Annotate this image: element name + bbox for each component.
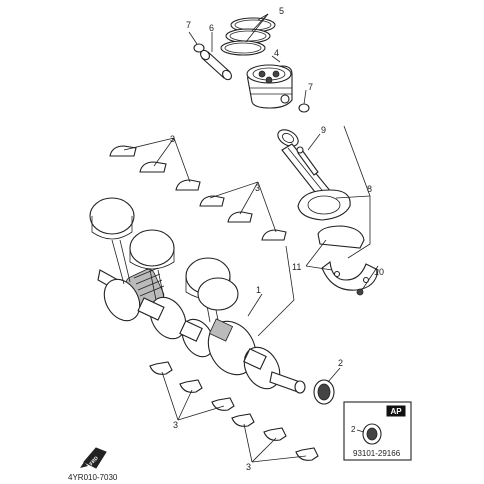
oil-seal bbox=[313, 379, 335, 405]
callout-3-upper-right: 3 bbox=[255, 183, 260, 193]
callout-5: 5 bbox=[279, 6, 284, 16]
callout-labels: 1 2 3 3 3 3 4 5 6 7 7 8 9 10 11 bbox=[170, 6, 384, 472]
upper-main-bearings bbox=[109, 145, 287, 241]
lower-main-bearings bbox=[149, 361, 319, 461]
callout-2: 2 bbox=[338, 358, 343, 368]
callout-11: 11 bbox=[292, 262, 301, 272]
front-direction-arrow: FRD bbox=[80, 447, 107, 469]
leader-lines bbox=[123, 13, 379, 463]
connecting-rod bbox=[277, 129, 351, 221]
inset-callout-2: 2 bbox=[351, 425, 356, 434]
callout-7-right: 7 bbox=[308, 82, 313, 92]
callout-4: 4 bbox=[274, 48, 279, 58]
piston bbox=[246, 64, 293, 109]
circlips bbox=[193, 43, 310, 113]
crankshaft bbox=[97, 267, 306, 394]
rod-bolt bbox=[296, 146, 319, 176]
callout-3-lower-left: 3 bbox=[173, 420, 178, 430]
callout-3-upper-left: 3 bbox=[170, 134, 175, 144]
ap-inset: AP 2 93101-29166 bbox=[343, 401, 412, 461]
callout-7-top: 7 bbox=[186, 20, 191, 30]
callout-10: 10 bbox=[374, 267, 384, 277]
piston-phantoms bbox=[89, 197, 239, 323]
callout-1: 1 bbox=[256, 285, 261, 295]
big-end-cap bbox=[317, 225, 379, 296]
callout-9: 9 bbox=[321, 125, 326, 135]
inset-part-number: 93101-29166 bbox=[353, 449, 401, 458]
diagram-code: 4YR010-7030 bbox=[68, 473, 118, 482]
front-marker-label: FRD bbox=[89, 455, 100, 467]
callout-3-lower-right: 3 bbox=[246, 462, 251, 472]
ap-badge: AP bbox=[390, 407, 402, 416]
callout-8: 8 bbox=[367, 184, 372, 194]
callout-6: 6 bbox=[209, 23, 214, 33]
piston-rings bbox=[220, 17, 276, 56]
